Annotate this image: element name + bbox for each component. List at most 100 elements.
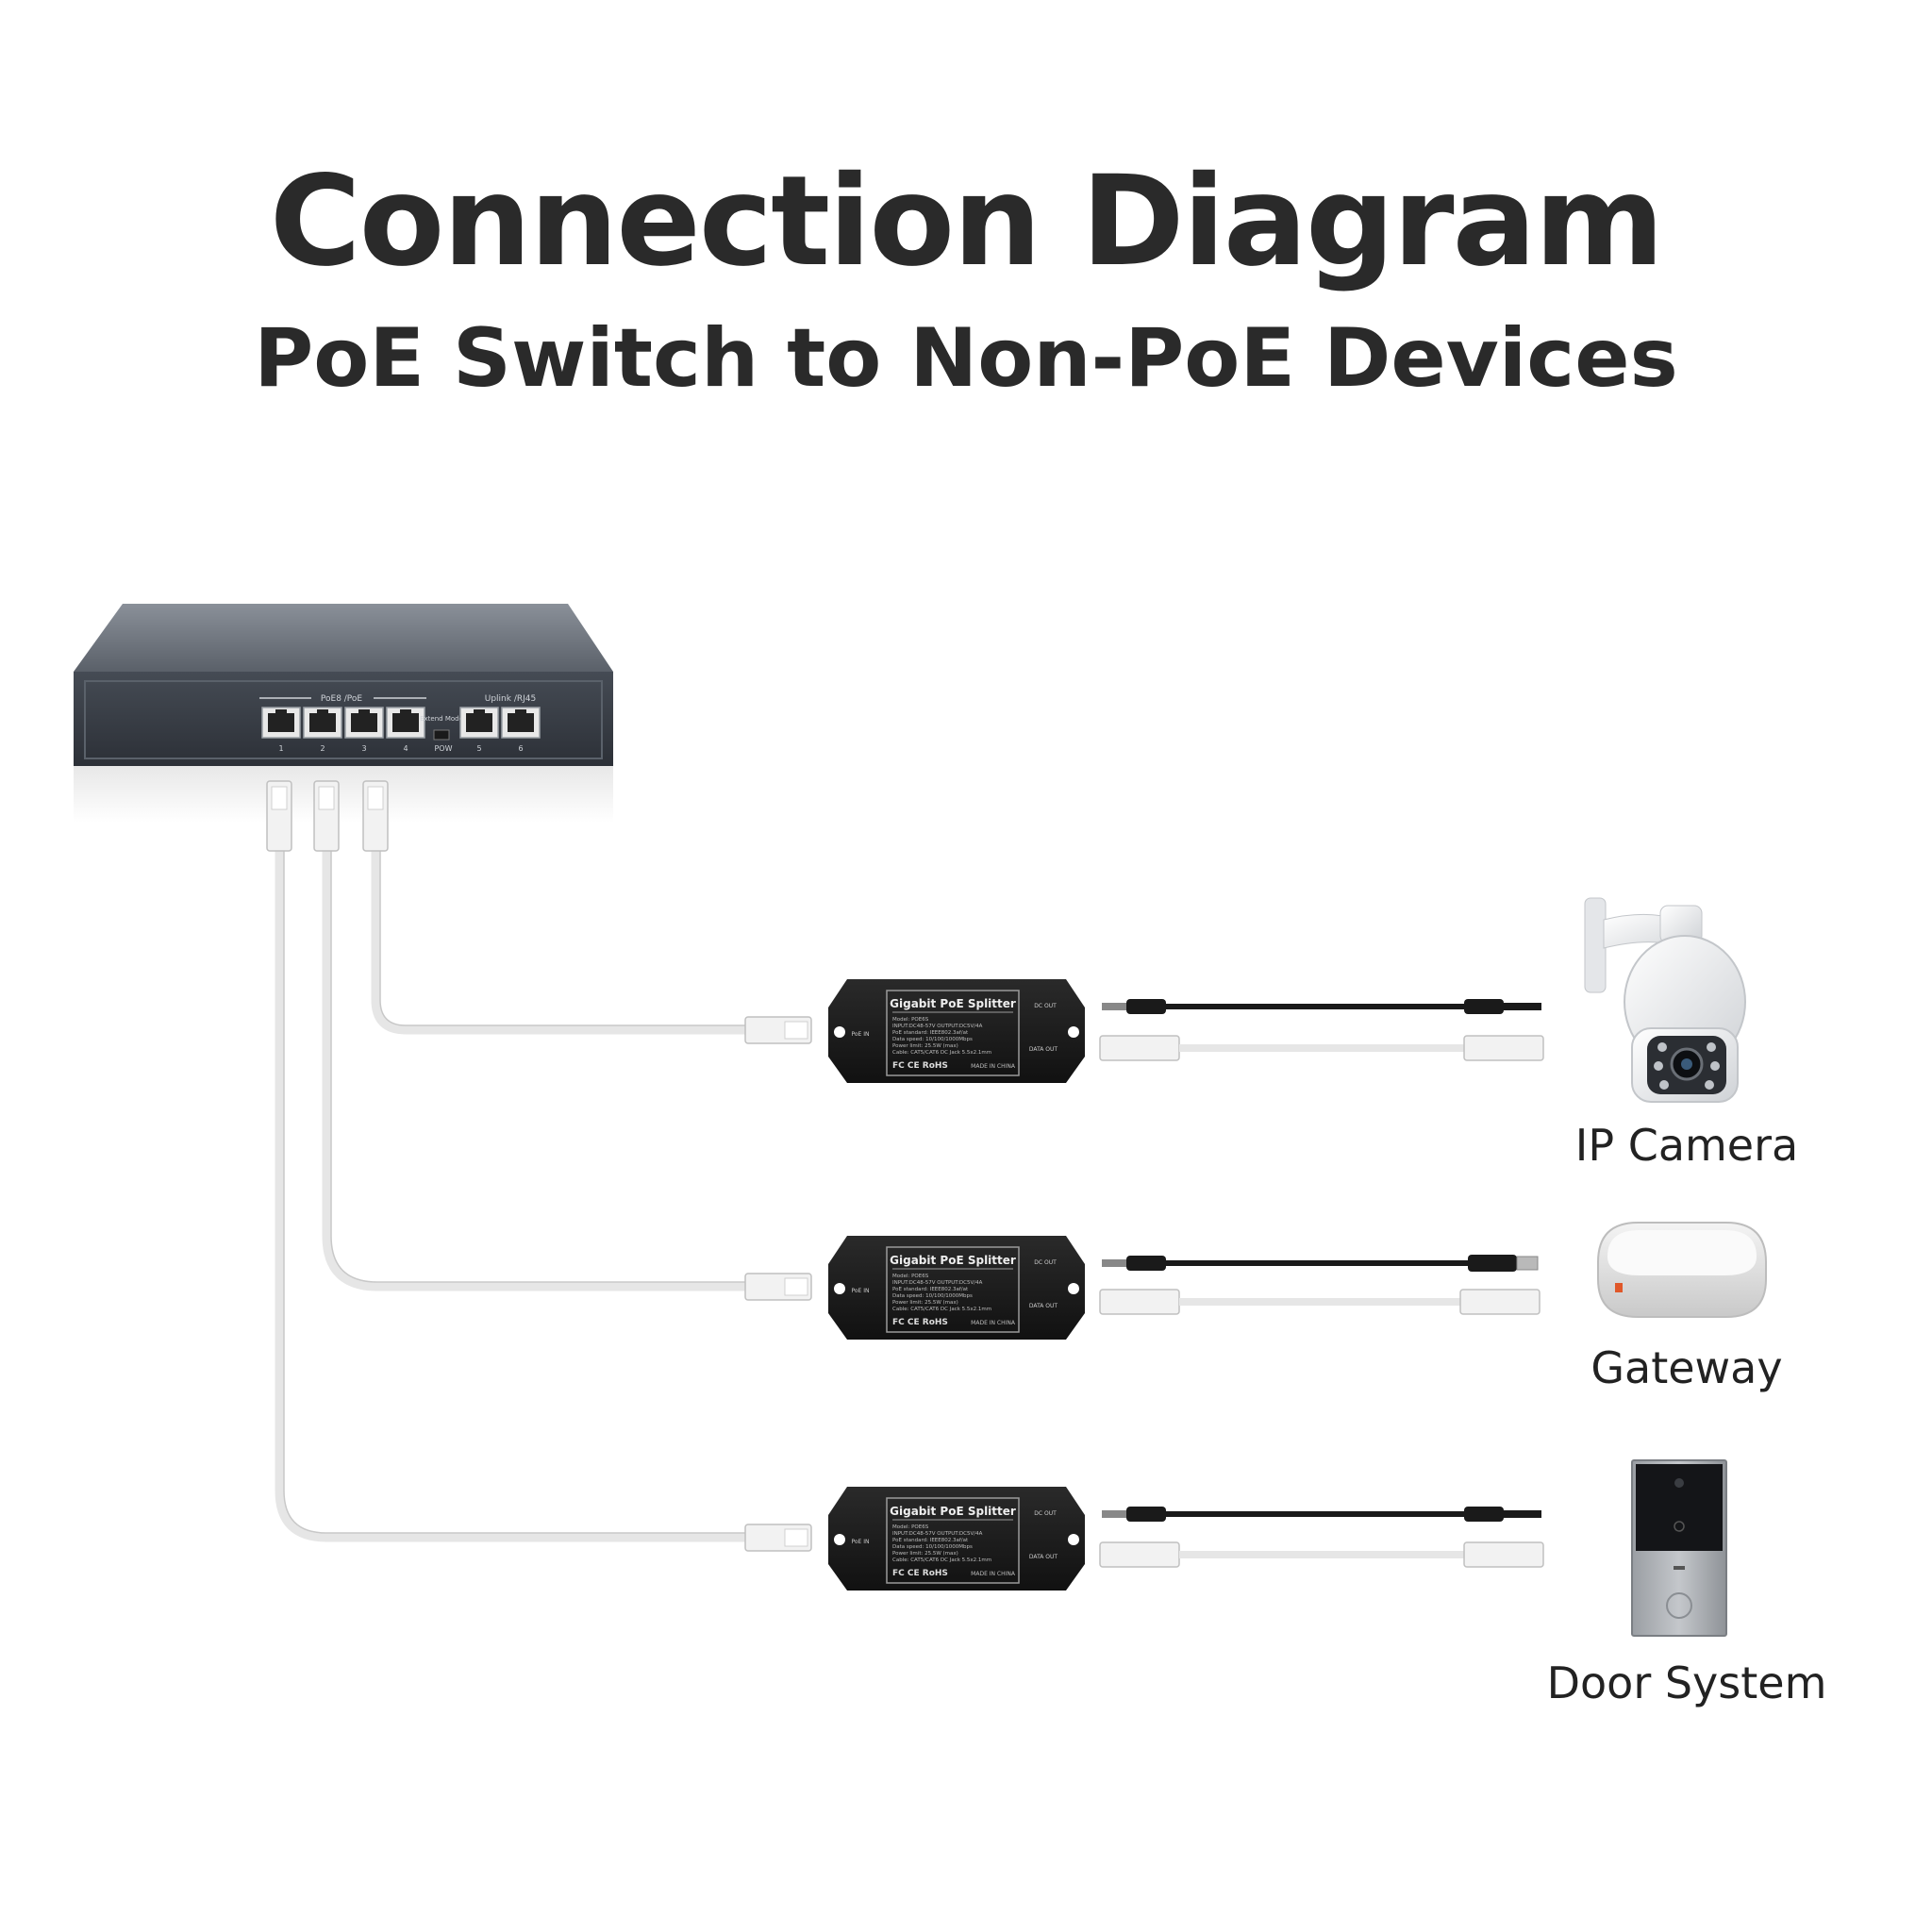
output-cables-1: [1099, 999, 1544, 1061]
poe-switch: PoE8 /PoE Uplink /RJ45 Extend Mode: [74, 604, 613, 823]
page-subtitle: PoE Switch to Non-PoE Devices: [254, 311, 1678, 406]
rj45-plug-splitter-in: [744, 1524, 812, 1552]
dc-plug-tip: [1102, 1259, 1128, 1267]
splitter-title: Gigabit PoE Splitter: [890, 997, 1016, 1010]
device-label-gateway: Gateway: [1591, 1342, 1782, 1393]
usb-plug-tip: [1516, 1256, 1539, 1271]
rj45-plug-switch: [266, 780, 292, 852]
door-panel-screen: [1636, 1464, 1723, 1551]
splitter-port-data-label: DATA OUT: [1029, 1554, 1058, 1560]
splitter-spec-line: Data speed: 10/100/1000Mbps: [892, 1037, 973, 1042]
switch-led-label: POW: [434, 744, 452, 753]
switch-port-1[interactable]: [261, 707, 301, 739]
splitter-mount-hole: [1068, 1026, 1079, 1038]
rj45-plug: [1099, 1289, 1180, 1315]
device-label-door-system: Door System: [1547, 1657, 1827, 1708]
splitter-body: [828, 1236, 1085, 1340]
splitter-spec-line: INPUT:DC48-57V OUTPUT:DC5V/4A: [892, 1024, 983, 1029]
ip-camera-icon: [1584, 897, 1746, 1103]
switch-toggle[interactable]: [433, 729, 450, 741]
rj45-plug: [1099, 1035, 1180, 1061]
switch-port-6[interactable]: [501, 707, 541, 739]
switch-port-number: 5: [476, 744, 481, 753]
switch-uplink-group-label: Uplink /RJ45: [485, 694, 536, 704]
splitter-origin: MADE IN CHINA: [971, 1063, 1016, 1070]
door-system-icon: [1631, 1459, 1727, 1637]
dc-plug-tip: [1504, 1003, 1541, 1010]
rj45-plug-switch: [362, 780, 389, 852]
splitter-spec-line: PoE standard: IEEE802.3af/at: [892, 1538, 969, 1543]
poe-splitter-3: Gigabit PoE Splitter Model: POE6S INPUT:…: [828, 1487, 1085, 1591]
gateway-status-led: [1615, 1283, 1623, 1292]
splitter-mount-hole: [834, 1026, 845, 1038]
gateway-icon: [1597, 1222, 1767, 1318]
door-panel-speaker: [1674, 1566, 1685, 1570]
switch-port-number: 2: [320, 744, 325, 753]
camera-wall-plate: [1584, 897, 1607, 993]
splitter-cert: FC CE RoHS: [892, 1318, 948, 1327]
rj45-plug: [1463, 1541, 1544, 1568]
splitter-cert: FC CE RoHS: [892, 1061, 948, 1071]
splitter-mount-hole: [1068, 1534, 1079, 1545]
splitter-port-data-label: DATA OUT: [1029, 1046, 1058, 1053]
splitter-spec-line: Power limit: 25.5W (max): [892, 1300, 958, 1306]
dc-plug: [1126, 1256, 1166, 1271]
dc-plug: [1464, 999, 1504, 1014]
switch-top: [74, 604, 613, 672]
switch-port-number: 6: [518, 744, 523, 753]
splitter-spec-line: Model: POE6S: [892, 1017, 929, 1023]
splitter-spec-line: Power limit: 25.5W (max): [892, 1551, 958, 1557]
splitter-spec-line: INPUT:DC48-57V OUTPUT:DC5V/4A: [892, 1531, 983, 1537]
dc-plug-tip: [1102, 1510, 1128, 1518]
switch-shadow: [74, 766, 613, 823]
splitter-origin: MADE IN CHINA: [971, 1320, 1016, 1326]
page-title: Connection Diagram: [269, 149, 1664, 294]
splitter-label-plate: [886, 1497, 1020, 1584]
rj45-plug: [1463, 1035, 1544, 1061]
splitter-mount-hole: [834, 1283, 845, 1294]
device-label-ip-camera: IP Camera: [1575, 1120, 1798, 1171]
splitter-title: Gigabit PoE Splitter: [890, 1254, 1016, 1267]
splitter-spec-line: PoE standard: IEEE802.3af/at: [892, 1030, 969, 1036]
door-panel-call-button[interactable]: [1666, 1592, 1692, 1619]
splitter-spec-line: Data speed: 10/100/1000Mbps: [892, 1544, 973, 1550]
splitter-port-dc-label: DC OUT: [1034, 1259, 1057, 1266]
rj45-plug: [1459, 1289, 1541, 1315]
switch-port-number: 1: [278, 744, 283, 753]
rj45-plug-splitter-in: [744, 1016, 812, 1044]
splitter-body: [828, 979, 1085, 1083]
splitter-mount-hole: [834, 1534, 845, 1545]
dc-plug: [1126, 999, 1166, 1014]
switch-port-2[interactable]: [303, 707, 342, 739]
dc-plug: [1126, 1507, 1166, 1522]
splitter-label-plate: [886, 1246, 1020, 1333]
switch-port-4[interactable]: [386, 707, 425, 739]
switch-poe-group-label: PoE8 /PoE: [321, 694, 363, 704]
switch-port-number: 3: [361, 744, 366, 753]
splitter-spec-line: Model: POE6S: [892, 1274, 929, 1279]
door-panel-nfc: [1674, 1521, 1685, 1532]
switch-cables-outline: [283, 849, 755, 1534]
switch-port-number: 4: [403, 744, 408, 753]
splitter-label-plate: [886, 990, 1020, 1076]
dc-plug-tip: [1504, 1510, 1541, 1518]
switch-cables: [275, 844, 759, 1542]
output-cables-2: [1099, 1255, 1541, 1315]
camera-lens-glass: [1681, 1058, 1692, 1070]
poe-splitter-1: Gigabit PoE Splitter Model: POE6S INPUT:…: [828, 979, 1085, 1083]
splitter-title: Gigabit PoE Splitter: [890, 1505, 1016, 1518]
splitter-port-data-label: DATA OUT: [1029, 1303, 1058, 1309]
switch-port-5[interactable]: [459, 707, 499, 739]
splitter-body: [828, 1487, 1085, 1591]
cable-to-splitter-2: [322, 844, 759, 1291]
switch-port-3[interactable]: [344, 707, 384, 739]
splitter-spec-line: Power limit: 25.5W (max): [892, 1043, 958, 1049]
splitter-port-in-label: PoE IN: [851, 1288, 869, 1294]
splitter-mount-hole: [1068, 1283, 1079, 1294]
splitter-spec-line: Data speed: 10/100/1000Mbps: [892, 1293, 973, 1299]
splitter-origin: MADE IN CHINA: [971, 1571, 1016, 1577]
poe-splitter-2: Gigabit PoE Splitter Model: POE6S INPUT:…: [828, 1236, 1085, 1340]
splitter-spec-line: PoE standard: IEEE802.3af/at: [892, 1287, 969, 1292]
rj45-plug-splitter-in: [744, 1273, 812, 1301]
